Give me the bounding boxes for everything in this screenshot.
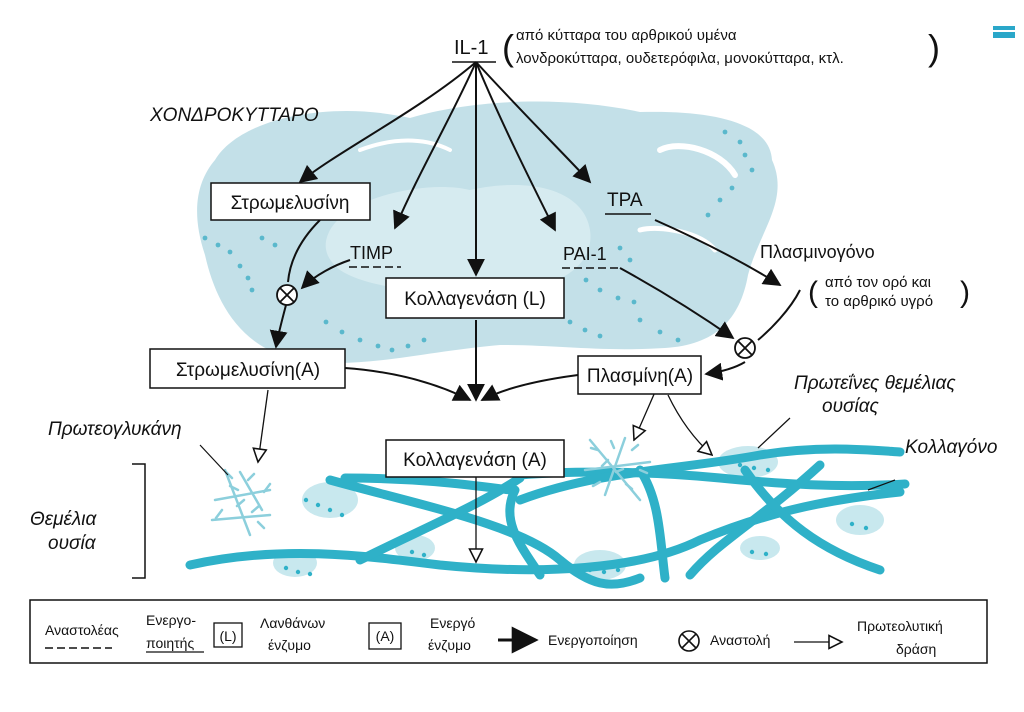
arrow-stromelysin-a-to-collagenase — [344, 367, 472, 401]
legend-active-box — [368, 622, 402, 650]
legend-activator-line2: ποιητής — [146, 635, 194, 651]
proteoglycan-pointer — [199, 444, 229, 476]
node-stromelysin-active: Στρωμελυσίνη(A) — [149, 348, 346, 389]
corner-mark — [993, 26, 1015, 38]
arrow-il1-to-tpa — [475, 61, 592, 184]
proteolytic-arrow-stromelysin — [258, 389, 269, 462]
timp-label: TIMP — [350, 243, 393, 263]
svg-text:Κολλαγενάση (A): Κολλαγενάση (A) — [403, 450, 547, 471]
proteolytic-arrow-plasmin-1 — [634, 391, 656, 440]
legend-inhibitor-label: Αναστολέας — [45, 622, 119, 638]
arrow-plasminogen-to-inhibit — [757, 289, 801, 341]
proteoglycan-left — [210, 468, 272, 537]
ground-substance-label-line2: ουσία — [48, 533, 97, 554]
ground-proteins-pointer — [757, 417, 791, 449]
inhibition-symbol-right — [734, 337, 756, 359]
plasminogen-paren-close: ) — [960, 276, 970, 309]
legend-active-line2: ένζυμο — [428, 637, 471, 653]
plasminogen-note-line2: το αρθρικό υγρό — [825, 293, 933, 310]
legend-inhibition-label: Αναστολή — [710, 632, 770, 648]
arrow-stromelysin-to-inhibit — [287, 219, 321, 283]
legend-latent-symbol: (L) — [219, 628, 236, 644]
arrow-il1-to-pai1 — [475, 61, 556, 232]
chondrocyte-label: ΧΟΝΔΡΟΚΥΤΤΑΡΟ — [149, 105, 319, 126]
legend-active-line1: Ενεργό — [430, 615, 476, 631]
plasminogen-label: Πλασμινογόνο — [760, 242, 875, 262]
svg-text:Πλασμίνη(A): Πλασμίνη(A) — [587, 366, 693, 387]
chondrocyte-cell — [197, 101, 778, 363]
il1-note-line2: λονδροκύτταρα, ουδετερόφιλα, μονοκύτταρα… — [516, 50, 844, 67]
proteoglycan-right — [583, 436, 652, 502]
collagen-fibers — [185, 444, 910, 589]
legend-proteolytic-line1: Πρωτεολυτική — [857, 618, 943, 634]
plasminogen-paren-open: ( — [808, 276, 818, 309]
ground-substance-label-line1: Θεμέλια — [30, 509, 97, 530]
arrow-plasmin-to-collagenase — [480, 374, 579, 401]
tpa-label: TPA — [607, 190, 643, 211]
node-collagenase-latent: Κολλαγενάση (L) — [385, 277, 565, 319]
arrow-inhibit-to-plasmin — [704, 361, 746, 381]
svg-text:Κολλαγενάση (L): Κολλαγενάση (L) — [404, 289, 546, 310]
legend-latent-box — [213, 622, 243, 648]
il1-paren-open: ( — [502, 27, 514, 68]
legend: Αναστολέας Ενεργο- ποιητής (L) Λανθάνων … — [29, 599, 988, 664]
legend-inhibition-icon — [678, 630, 700, 652]
il1-paren-close: ) — [928, 27, 940, 68]
inhibition-symbol-left — [276, 284, 298, 306]
legend-proteolytic-line2: δράση — [896, 641, 936, 657]
ground-substance-bracket — [132, 463, 146, 579]
cell-granules — [202, 129, 755, 353]
node-stromelysin-latent: Στρωμελυσίνη — [210, 182, 371, 221]
proteolytic-arrow-plasmin-2 — [667, 394, 712, 455]
arrow-il1-to-stromelysin — [298, 61, 477, 184]
node-collagenase-active: Κολλαγενάση (A) — [385, 439, 565, 478]
svg-text:Στρωμελυσίνη(A): Στρωμελυσίνη(A) — [176, 360, 320, 381]
pai1-label: PAI-1 — [563, 244, 607, 264]
legend-activation-label: Ενεργοποίηση — [548, 632, 638, 648]
proteolytic-arrows — [258, 389, 712, 562]
arrow-pai1-to-inhibit — [619, 267, 735, 340]
collagen-label: Κολλαγόνο — [905, 437, 997, 458]
arrow-il1-to-timp — [393, 61, 477, 230]
arrow-tpa-to-plasminogen — [654, 219, 782, 286]
plasminogen-note-line1: από τον ορό και — [825, 274, 931, 291]
ground-proteins-label-line1: Πρωτεΐνες θεμέλιας — [794, 373, 956, 394]
legend-latent-line1: Λανθάνων — [260, 615, 325, 631]
legend-activator-line1: Ενεργο- — [146, 612, 196, 628]
collagen-pointer — [867, 479, 896, 491]
svg-text:Στρωμελυσίνη: Στρωμελυσίνη — [231, 193, 350, 214]
il1-label: IL-1 — [454, 37, 488, 59]
legend-active-symbol: (A) — [376, 628, 395, 644]
proteoglycan-label: Πρωτεογλυκάνη — [48, 419, 182, 440]
legend-latent-line2: ένζυμο — [268, 637, 311, 653]
il1-note-line1: από κύτταρα του αρθρικού υμένα — [516, 27, 737, 44]
arrow-timp-to-inhibit — [300, 259, 351, 290]
node-plasmin-active: Πλασμίνη(A) — [577, 355, 702, 395]
activation-arrows — [269, 61, 801, 402]
arrow-inhibit-to-stromelysin-a — [269, 304, 288, 349]
ground-proteins-label-line2: ουσίας — [822, 396, 880, 417]
